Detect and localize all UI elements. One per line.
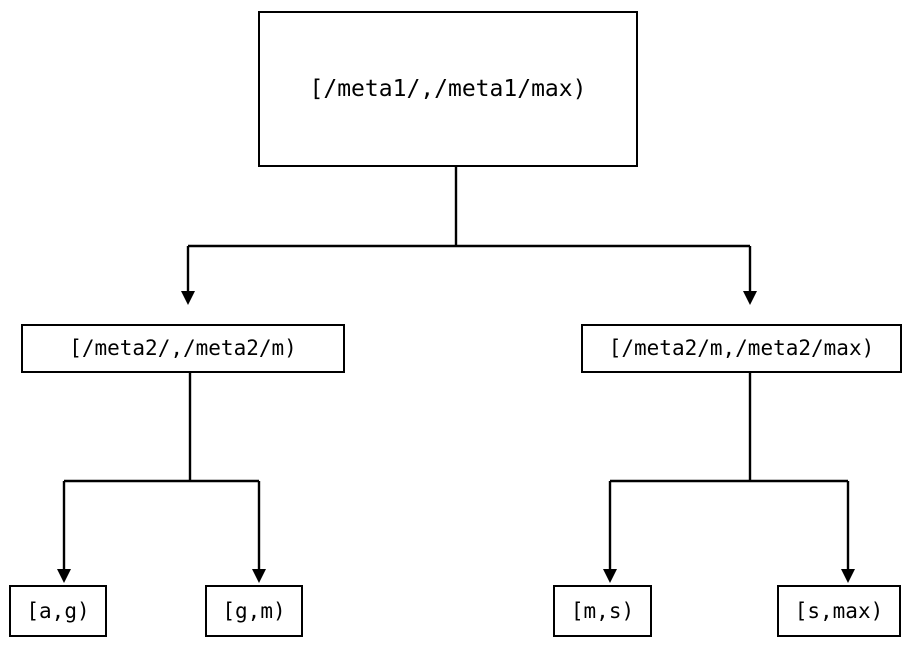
tree-node-leaf-ms[interactable]: [m,s)	[553, 585, 652, 637]
arrowhead-icon-leaf-gm	[252, 569, 266, 583]
tree-node-root-label: [/meta1/,/meta1/max)	[309, 75, 587, 102]
tree-node-root[interactable]: [/meta1/,/meta1/max)	[258, 11, 638, 167]
arrowhead-icon-mid-right	[743, 291, 757, 305]
arrowhead-icon-leaf-ag	[57, 569, 71, 583]
tree-node-leaf-smax-label: [s,max)	[794, 598, 884, 623]
edge-mid-right-to-leaves	[603, 373, 855, 583]
tree-node-leaf-gm[interactable]: [g,m)	[205, 585, 303, 637]
tree-node-leaf-ag-label: [a,g)	[26, 598, 90, 623]
edge-mid-left-to-leaves	[57, 373, 266, 583]
tree-node-leaf-ag[interactable]: [a,g)	[9, 585, 107, 637]
edge-root-to-mid-level	[181, 167, 757, 305]
arrowhead-icon-mid-left	[181, 291, 195, 305]
tree-node-mid-right[interactable]: [/meta2/m,/meta2/max)	[581, 324, 902, 373]
arrowhead-icon-leaf-smax	[841, 569, 855, 583]
tree-node-leaf-gm-label: [g,m)	[222, 598, 286, 623]
arrowhead-icon-leaf-ms	[603, 569, 617, 583]
tree-node-leaf-ms-label: [m,s)	[570, 598, 635, 623]
tree-node-mid-left[interactable]: [/meta2/,/meta2/m)	[21, 324, 345, 373]
tree-node-mid-right-label: [/meta2/m,/meta2/max)	[608, 336, 875, 360]
tree-node-mid-left-label: [/meta2/,/meta2/m)	[69, 336, 297, 360]
tree-node-leaf-smax[interactable]: [s,max)	[777, 585, 901, 637]
